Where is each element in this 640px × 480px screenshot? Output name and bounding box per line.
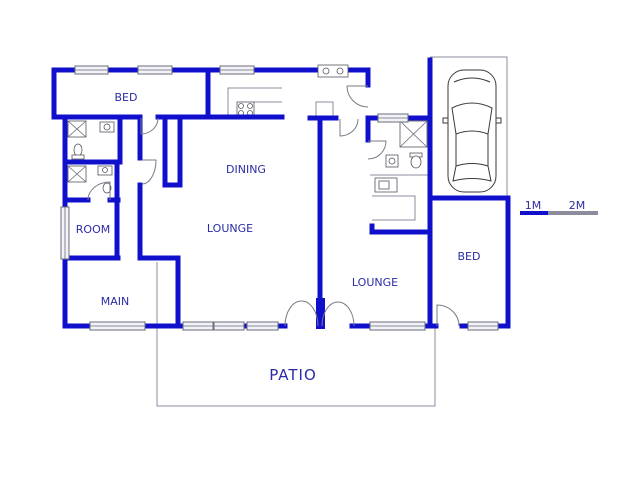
shower-cross — [67, 165, 87, 183]
sink-icon — [317, 64, 349, 78]
laundry-tub-bowl — [378, 180, 390, 190]
basin-bowl — [102, 167, 108, 173]
toilet-icon — [410, 155, 422, 169]
sink-bowl — [336, 67, 344, 75]
windows — [60, 64, 499, 331]
car-hood-line — [453, 77, 491, 83]
toilet-tank — [71, 154, 85, 160]
car-icon — [442, 69, 502, 193]
room-label-dining: DINING — [226, 163, 266, 176]
car-mirror — [495, 117, 502, 124]
room-label-bed-1: BED — [115, 91, 138, 104]
toilet-icon — [102, 182, 112, 194]
service-counter — [372, 195, 416, 221]
patio-outline — [156, 262, 436, 407]
room-label-room: ROOM — [76, 223, 110, 236]
car-rear-window — [452, 163, 492, 182]
scale-label-1m: 1M — [525, 199, 542, 212]
window — [246, 321, 279, 331]
window — [60, 206, 70, 260]
window — [213, 321, 245, 331]
stove-burner — [247, 103, 253, 109]
scale-bar: 1M 2M — [520, 199, 598, 215]
window — [377, 113, 409, 123]
garage-outline — [430, 56, 508, 198]
room-label-lounge-2: LOUNGE — [352, 276, 398, 289]
door-swing — [87, 181, 111, 201]
door-swing — [141, 159, 157, 185]
basin-bowl — [103, 123, 111, 131]
sink-frame — [317, 64, 349, 78]
wall-pillar — [316, 298, 325, 329]
kitchen-counter — [227, 87, 282, 118]
door-swing — [140, 117, 159, 135]
bathroom-fixtures — [67, 120, 430, 221]
kitchen-fixtures — [227, 87, 334, 119]
door-swing — [367, 140, 387, 160]
sink-bowl — [322, 67, 330, 75]
window — [219, 65, 255, 75]
window — [137, 65, 173, 75]
window — [89, 321, 146, 331]
door-swing — [436, 304, 460, 327]
window — [369, 321, 426, 331]
window — [467, 321, 499, 331]
doors — [87, 85, 460, 327]
toilet-icon — [73, 143, 83, 157]
door-swing — [346, 85, 369, 108]
window — [74, 65, 109, 75]
door-swing — [321, 301, 355, 327]
patio-label: PATIO — [269, 366, 317, 384]
door-swing — [339, 118, 359, 137]
scale-label-2m: 2M — [569, 199, 586, 212]
stove-burner — [238, 103, 244, 109]
room-label-main: MAIN — [101, 295, 130, 308]
window — [182, 321, 214, 331]
room-label-bed-2: BED — [458, 250, 481, 263]
shower-cross — [67, 120, 87, 138]
door-swing — [284, 300, 319, 327]
car-windshield — [451, 102, 493, 135]
car-mirror — [442, 117, 449, 124]
room-label-lounge-1: LOUNGE — [207, 222, 253, 235]
car-body — [447, 69, 497, 193]
shower-cross — [399, 120, 428, 148]
basin-bowl — [388, 157, 396, 165]
